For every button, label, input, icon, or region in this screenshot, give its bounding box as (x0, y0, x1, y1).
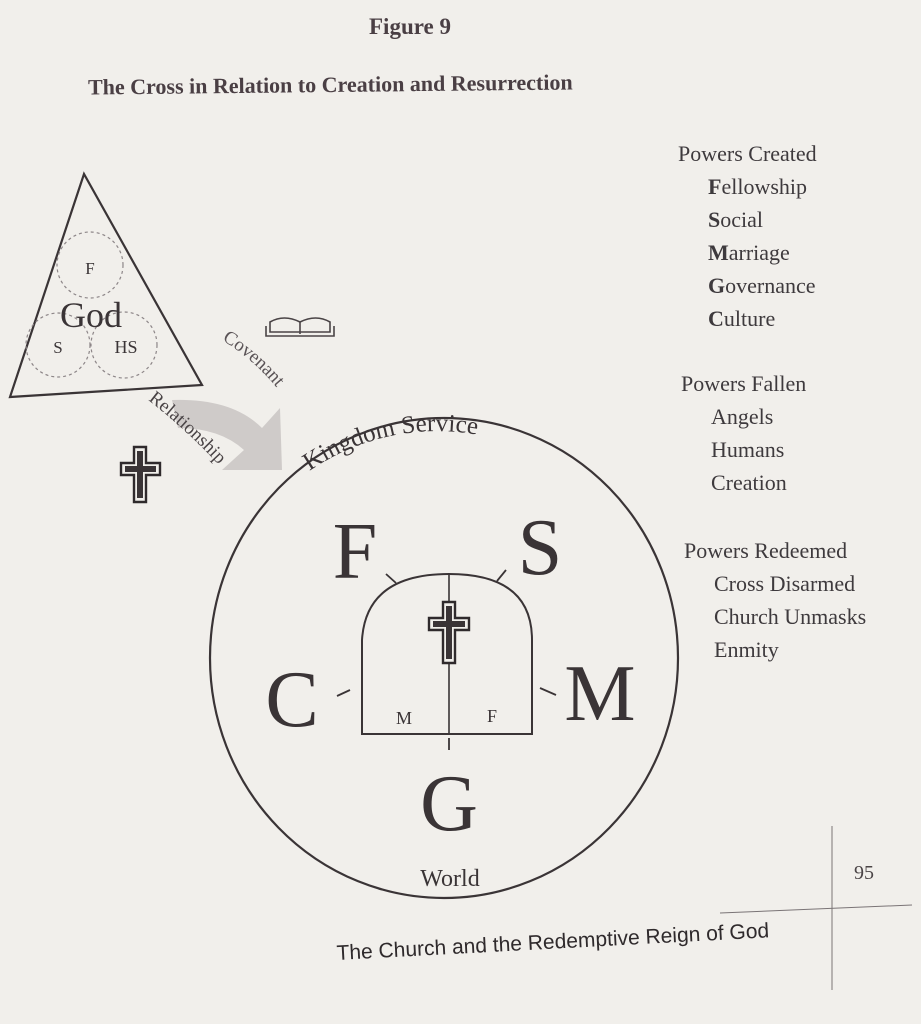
list-item: Humans (711, 437, 785, 462)
list-item: Fellowship (708, 174, 808, 199)
cross-icon (427, 600, 471, 665)
list-item: Cross Disarmed (714, 571, 856, 596)
trinity-right-label: HS (114, 337, 137, 357)
kingdom-service-label: Kingdom Service (298, 410, 480, 476)
circle-letter-top-left: F (333, 508, 378, 596)
page-corner-lines (719, 826, 913, 990)
circle-letter-top-right: S (518, 504, 563, 592)
circle-letter-right: M (564, 650, 635, 738)
kingdom-circle: Kingdom Service World F S C M G M F (208, 410, 680, 900)
world-label: World (420, 866, 479, 892)
list-item: Enmity (714, 637, 779, 662)
list-item: Marriage (708, 240, 790, 265)
trinity-triangle: F God S HS (8, 171, 204, 399)
trinity-center-label: God (60, 295, 122, 335)
trinity-left-label: S (53, 338, 62, 357)
list-item: Social (708, 207, 764, 232)
trinity-top-label: F (85, 259, 94, 278)
covenant-arrow (172, 399, 282, 470)
circle-letter-bottom: G (420, 760, 478, 848)
powers-created-heading: Powers Created (678, 141, 817, 166)
arch-right-label: F (487, 706, 497, 726)
cross-icon (119, 445, 162, 504)
list-item: Culture (708, 306, 776, 331)
list-item: Angels (711, 404, 774, 429)
list-item: Creation (711, 470, 787, 495)
powers-redeemed-list: Powers Redeemed Cross Disarmed Church Un… (684, 534, 866, 666)
powers-fallen-heading: Powers Fallen (681, 371, 807, 396)
powers-fallen-list: Powers Fallen Angels Humans Creation (681, 367, 806, 499)
powers-created-list: Powers Created Fellowship Social Marriag… (678, 137, 817, 335)
page-number: 95 (854, 862, 874, 884)
list-item: Governance (708, 273, 816, 298)
circle-letter-left: C (265, 656, 318, 744)
figure-label: Figure 9 (369, 14, 451, 39)
arch-left-label: M (396, 708, 412, 728)
list-item: Church Unmasks (714, 604, 867, 629)
open-book-icon (265, 317, 335, 337)
powers-redeemed-heading: Powers Redeemed (684, 538, 848, 563)
